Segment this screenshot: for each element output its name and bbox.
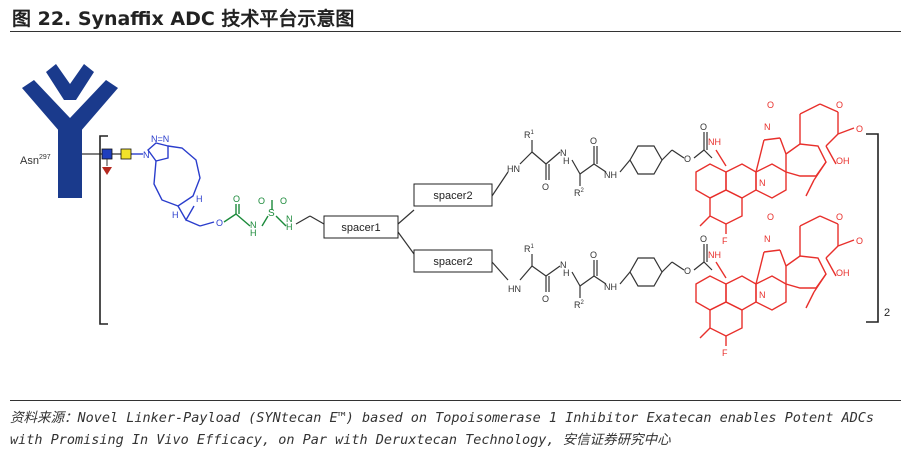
exatecan-top-oh: OH bbox=[836, 156, 850, 166]
exatecan-top-f: F bbox=[722, 236, 728, 246]
figure-source: 资料来源：Novel Linker-Payload (SYNtecan E™) … bbox=[10, 407, 905, 451]
exatecan-bottom-o2: O bbox=[836, 212, 843, 222]
bcn-triazole-linker bbox=[132, 142, 215, 227]
peptide-bottom-o2: O bbox=[590, 250, 597, 260]
peptide-top-n: N bbox=[560, 148, 567, 158]
sulfamide-nh: H bbox=[286, 222, 293, 232]
sulfamide-linker bbox=[223, 200, 287, 227]
peptide-top-o1: O bbox=[542, 182, 549, 192]
source-line-2: with Promising In Vivo Efficacy, on Par … bbox=[10, 432, 671, 448]
exatecan-bottom-n2: N bbox=[759, 290, 766, 300]
peptide-bottom-n: N bbox=[560, 260, 567, 270]
exatecan-top-n2: N bbox=[759, 178, 766, 188]
exatecan-bottom-o3: O bbox=[856, 236, 863, 246]
peptide-top-hn: HN bbox=[507, 164, 520, 174]
spacer1-label: spacer1 bbox=[341, 222, 380, 234]
carbamate-nh: H bbox=[250, 228, 257, 238]
sulfur-s: S bbox=[268, 208, 275, 219]
pab-bottom-o: O bbox=[684, 266, 691, 276]
exatecan-top-o3: O bbox=[856, 124, 863, 134]
peptide-top-h: H bbox=[563, 156, 570, 166]
triazole-n: N bbox=[143, 150, 150, 160]
peptide-top-r1: R1 bbox=[524, 130, 535, 140]
exatecan-top bbox=[695, 103, 855, 234]
peptide-bottom-h: H bbox=[563, 268, 570, 278]
source-divider bbox=[10, 400, 901, 401]
sulfonyl-o-left: O bbox=[258, 196, 265, 206]
bracket-right bbox=[866, 133, 879, 323]
carbamate-n: N bbox=[250, 220, 257, 230]
exatecan-bottom-f: F bbox=[722, 348, 728, 358]
exatecan-top-nh: NH bbox=[708, 137, 721, 147]
peptide-bottom-r1: R1 bbox=[524, 244, 535, 254]
peptide-bottom bbox=[491, 244, 713, 298]
exatecan-bottom bbox=[695, 215, 855, 346]
bracket-subscript: 2 bbox=[884, 307, 890, 319]
spacer2-bottom-label: spacer2 bbox=[433, 256, 472, 268]
source-line-1: 资料来源：Novel Linker-Payload (SYNtecan E™) … bbox=[10, 410, 875, 426]
glycan-triangle bbox=[102, 167, 112, 175]
peptide-bottom-hn: HN bbox=[508, 284, 521, 294]
figure-title: 图 22. Synaffix ADC 技术平台示意图 bbox=[12, 8, 355, 30]
pab-top-carbonyl-o: O bbox=[700, 122, 707, 132]
glycan-square-blue bbox=[101, 148, 113, 160]
peptide-top bbox=[491, 132, 713, 197]
exatecan-bottom-o1: O bbox=[767, 212, 774, 222]
antibody-icon bbox=[22, 64, 118, 198]
pab-bottom-carbonyl-o: O bbox=[700, 234, 707, 244]
adc-diagram: Asn297 2 N N=N H H O O H N S O O H N bbox=[20, 64, 890, 358]
carbamate-o: O bbox=[233, 194, 240, 204]
sulfamide-n: N bbox=[286, 214, 293, 224]
peptide-bottom-nh: NH bbox=[604, 282, 617, 292]
exatecan-top-n1: N bbox=[764, 122, 771, 132]
spacer2-bottom-box bbox=[413, 249, 493, 273]
triazole-nn: N=N bbox=[151, 134, 169, 144]
exatecan-top-o1: O bbox=[767, 100, 774, 110]
pab-top-o: O bbox=[684, 154, 691, 164]
exatecan-top-o2: O bbox=[836, 100, 843, 110]
peptide-top-nh: NH bbox=[604, 170, 617, 180]
bracket-left bbox=[99, 135, 108, 325]
sulfonyl-o-right: O bbox=[280, 196, 287, 206]
antibody-label: Asn297 bbox=[20, 154, 51, 167]
exatecan-bottom-oh: OH bbox=[836, 268, 850, 278]
bcn-h-right: H bbox=[196, 194, 203, 204]
peptide-top-r2: R2 bbox=[574, 188, 585, 198]
peptide-bottom-o1: O bbox=[542, 294, 549, 304]
ether-o: O bbox=[216, 218, 223, 228]
spacer1-box bbox=[323, 215, 399, 239]
spacer1-connectors bbox=[295, 209, 415, 255]
bcn-h-left: H bbox=[172, 210, 179, 220]
peptide-bottom-r2: R2 bbox=[574, 300, 585, 310]
title-divider bbox=[10, 31, 901, 32]
exatecan-bottom-nh: NH bbox=[708, 250, 721, 260]
spacer2-top-label: spacer2 bbox=[433, 190, 472, 202]
exatecan-bottom-n1: N bbox=[764, 234, 771, 244]
peptide-top-o2: O bbox=[590, 136, 597, 146]
glycan-square-yellow bbox=[120, 148, 132, 160]
